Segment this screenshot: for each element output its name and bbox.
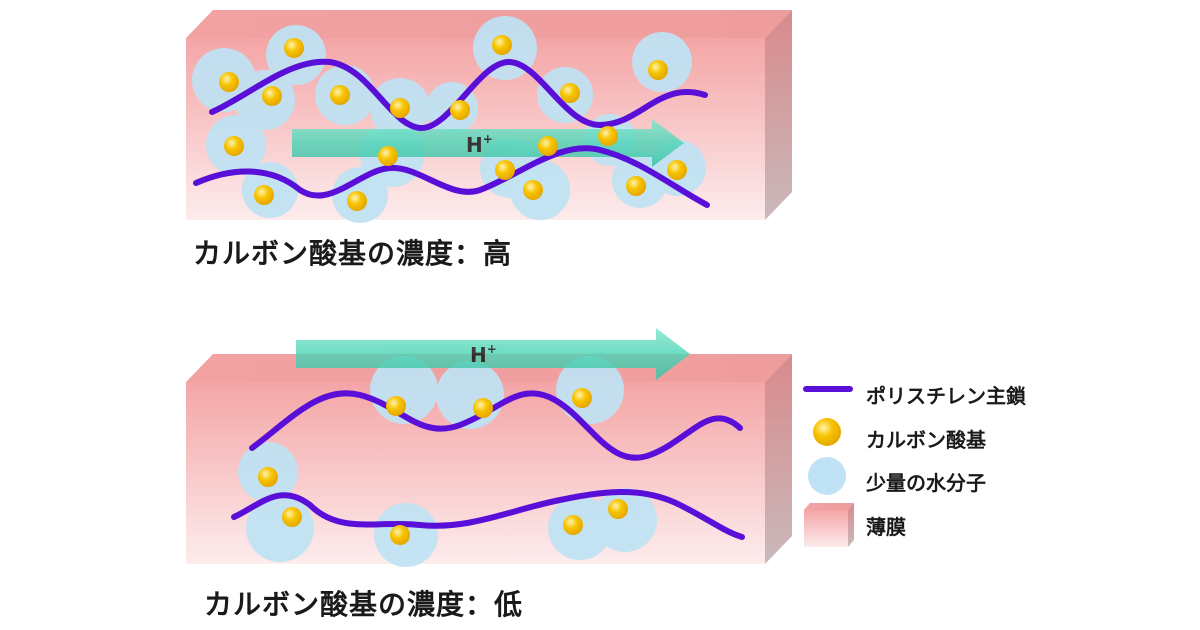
carboxylic-group bbox=[648, 60, 668, 80]
legend-label-thin-film: 薄膜 bbox=[866, 515, 906, 539]
water-cluster bbox=[593, 488, 657, 552]
polystyrene-chain bbox=[193, 145, 710, 208]
carboxylic-group bbox=[390, 525, 410, 545]
legend-acid-swatch bbox=[813, 418, 841, 446]
arrow-shape bbox=[296, 328, 690, 380]
legend-film-swatch bbox=[804, 503, 854, 547]
carboxylic-groups-high bbox=[219, 35, 687, 211]
carboxylic-group bbox=[598, 126, 618, 146]
polystyrene-chain bbox=[209, 58, 708, 131]
water-cluster bbox=[556, 356, 624, 424]
carboxylic-group bbox=[284, 38, 304, 58]
carboxylic-group bbox=[563, 515, 583, 535]
legend bbox=[803, 386, 854, 547]
arrow-label: H+ bbox=[466, 132, 493, 157]
carboxylic-group bbox=[258, 467, 278, 487]
carboxylic-group bbox=[386, 396, 406, 416]
carboxylic-group bbox=[282, 507, 302, 527]
carboxylic-group bbox=[626, 176, 646, 196]
carboxylic-group bbox=[330, 85, 350, 105]
carboxylic-group bbox=[608, 499, 628, 519]
polystyrene-chain bbox=[231, 489, 745, 540]
polymer-chains-low bbox=[231, 390, 745, 540]
carboxylic-group bbox=[262, 86, 282, 106]
carboxylic-group bbox=[495, 160, 515, 180]
legend-label-polystyrene-chain: ポリスチレン主鎖 bbox=[866, 384, 1026, 408]
carboxylic-group bbox=[219, 72, 239, 92]
carboxylic-groups-low bbox=[258, 388, 628, 545]
carboxylic-group bbox=[254, 185, 274, 205]
film-side-face bbox=[765, 354, 792, 564]
carboxylic-group bbox=[224, 136, 244, 156]
carboxylic-group bbox=[667, 160, 687, 180]
carboxylic-group bbox=[390, 98, 410, 118]
carboxylic-group bbox=[378, 146, 398, 166]
legend-label-water-molecules: 少量の水分子 bbox=[866, 471, 986, 495]
carboxylic-group bbox=[492, 35, 512, 55]
legend-label-carboxylic-group: カルボン酸基 bbox=[866, 428, 986, 452]
proton-arrow-low: H+ bbox=[296, 328, 690, 380]
carboxylic-group bbox=[538, 136, 558, 156]
carboxylic-group bbox=[523, 180, 543, 200]
carboxylic-group bbox=[473, 398, 493, 418]
polystyrene-chain bbox=[249, 390, 743, 461]
caption-low-concentration: カルボン酸基の濃度：低 bbox=[204, 588, 524, 621]
caption-high-concentration: カルボン酸基の濃度：高 bbox=[193, 237, 513, 270]
carboxylic-group bbox=[572, 388, 592, 408]
polymer-chains-high bbox=[193, 58, 710, 208]
legend-water-swatch bbox=[808, 457, 846, 495]
carboxylic-group bbox=[560, 83, 580, 103]
carboxylic-group bbox=[450, 100, 470, 120]
film-side-face bbox=[765, 10, 792, 220]
arrow-label: H+ bbox=[470, 342, 497, 367]
carboxylic-group bbox=[347, 191, 367, 211]
water-clusters-low bbox=[238, 356, 657, 567]
